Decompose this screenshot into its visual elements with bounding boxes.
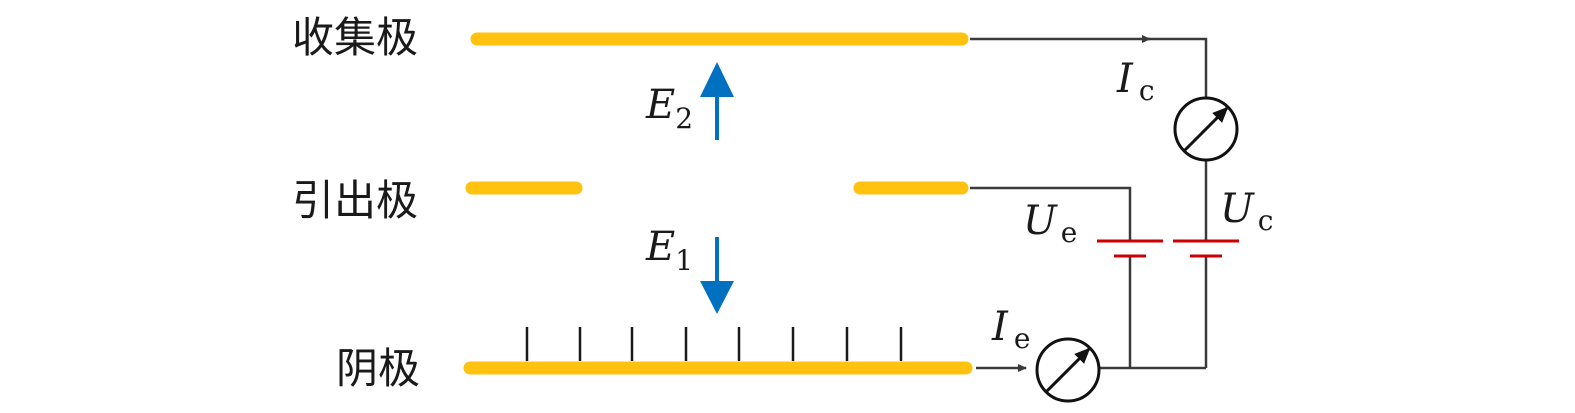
field-arrow-e1-head [700,281,734,314]
field-arrow-e2-head [700,62,734,97]
collection-battery [1173,239,1239,258]
voltage-label-ue-sub: e [1061,216,1078,249]
extraction-battery [1097,239,1163,258]
voltage-label-ue-main: U [1023,198,1058,244]
current-label-ic-sub: c [1139,74,1155,107]
collector-ammeter [1173,96,1239,162]
emitter-tips [525,327,903,361]
ammeter-needle [1182,106,1229,153]
field-label-e1-main: E [645,224,675,270]
current-label-ic-main: I [1116,56,1134,102]
field-label-e1: E1 [645,224,693,277]
collector-loop-wire [1146,37,1208,98]
field-arrow-e2 [700,62,734,140]
cathode-ammeter [1035,337,1101,403]
ammeter-needle [1044,347,1091,394]
field-label-e2-sub: 2 [675,102,693,135]
collector-label: 收集极 [292,13,418,62]
field-label-e2: E2 [645,82,693,135]
field-arrow-e1 [700,237,734,314]
extractor-label: 引出极 [292,176,418,225]
cathode-label: 阴极 [336,344,420,393]
current-label-ie-main: I [991,304,1009,350]
voltage-label-uc-sub: c [1258,204,1274,237]
field-label-e2-main: E [645,82,675,128]
current-label-ie-sub: e [1014,322,1031,355]
field-label-e1-sub: 1 [675,244,693,277]
voltage-label-uc-main: U [1220,186,1255,232]
extractor-wire [970,186,1132,241]
